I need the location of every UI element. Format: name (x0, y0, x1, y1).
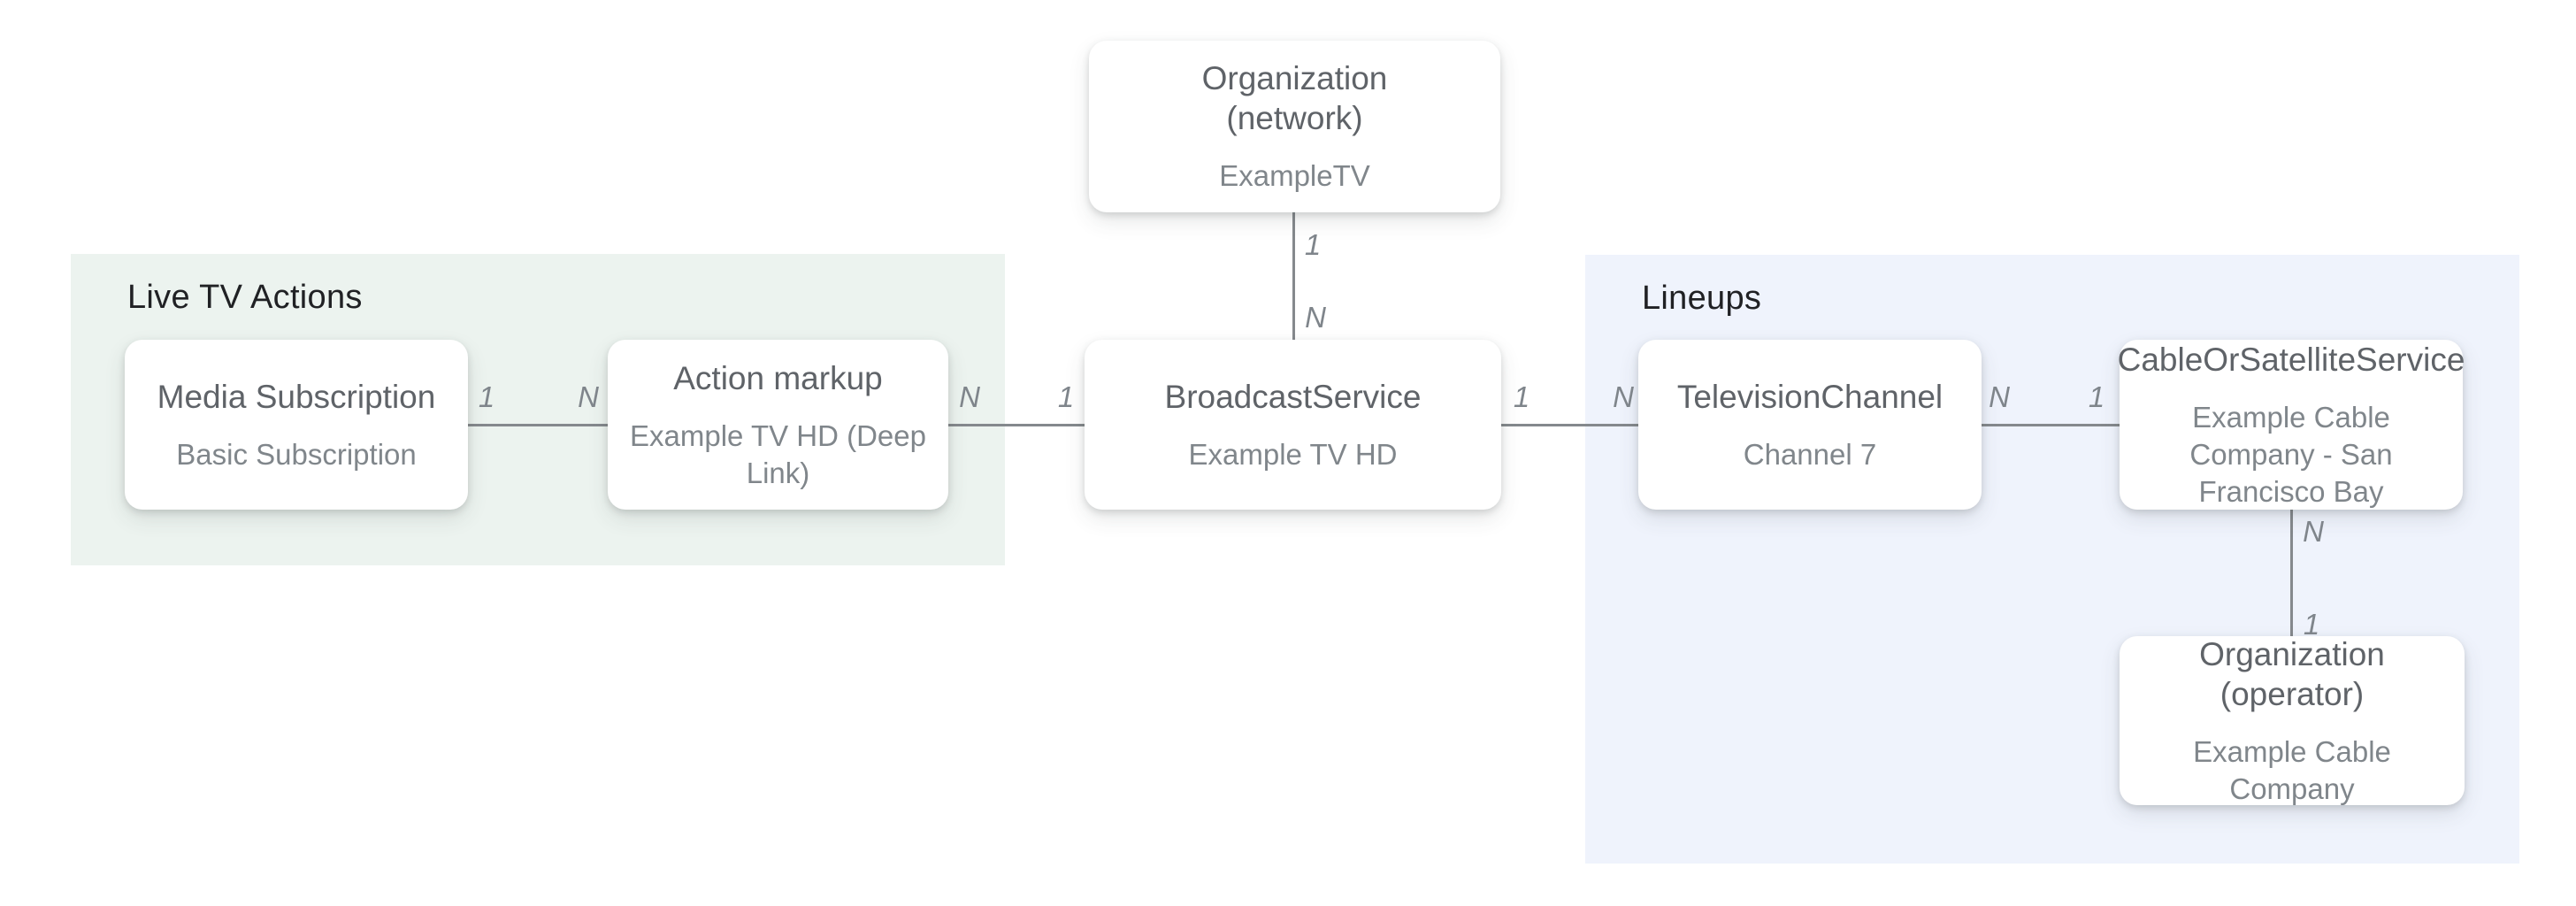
node-title: BroadcastService (1164, 378, 1422, 415)
node-title: Action markup (673, 359, 883, 396)
cardinality-label-subscription-to: N (578, 380, 599, 413)
node-broadcast-service: BroadcastService Example TV HD (1085, 340, 1501, 510)
node-television-channel: TelevisionChannel Channel 7 (1638, 340, 1982, 510)
cardinality-label-broadcast-from: 1 (1513, 380, 1530, 413)
node-organization-operator: Organization (operator) Example Cable Co… (2120, 636, 2465, 805)
edge-line-network-to-broadcast (1292, 212, 1295, 340)
edge-line-channel-to-cable (1982, 424, 2120, 426)
node-title: Media Subscription (157, 378, 436, 415)
node-title-line1: Organization (1201, 60, 1388, 96)
cardinality-label-subscription-from: 1 (478, 380, 495, 413)
node-subtitle: Example TV HD (1188, 437, 1398, 471)
cardinality-label-action-from: N (959, 380, 980, 413)
edge-line-action-to-broadcast (948, 424, 1085, 426)
cardinality-label-channel-from: N (1989, 380, 2010, 413)
node-subtitle: Example TV HD (Deep Link) (629, 418, 926, 489)
cardinality-label-network-to: N (1305, 301, 1326, 334)
cardinality-label-network-from: 1 (1304, 228, 1322, 261)
node-title: CableOrSatelliteService (2117, 341, 2465, 378)
node-title-line2: (network) (1226, 100, 1363, 136)
node-subtitle: Channel 7 (1743, 437, 1877, 471)
edge-line-cable-to-operator (2290, 510, 2293, 636)
node-media-subscription: Media Subscription Basic Subscription (125, 340, 468, 510)
node-title: Organization (operator) (2199, 635, 2385, 712)
cardinality-label-cable-to: 1 (2303, 608, 2320, 641)
cardinality-label-channel-to: 1 (2088, 380, 2105, 413)
region-title-live-tv-actions: Live TV Actions (127, 279, 363, 316)
node-subtitle: Basic Subscription (176, 437, 417, 471)
node-subtitle: Example Cable Company (2193, 734, 2391, 805)
node-subtitle: ExampleTV (1219, 159, 1370, 192)
edge-line-subscription-to-action (468, 424, 608, 426)
node-title: TelevisionChannel (1676, 378, 1944, 415)
cardinality-label-action-to: 1 (1057, 380, 1075, 413)
cardinality-label-broadcast-to: N (1613, 380, 1634, 413)
node-organization-network: Organization (network) ExampleTV (1089, 41, 1500, 212)
node-cable-or-satellite-service: CableOrSatelliteService Example Cable Co… (2118, 340, 2465, 510)
node-action-markup: Action markup Example TV HD (Deep Link) (608, 340, 948, 510)
node-subtitle: Example Cable Company - San Francisco Ba… (2189, 400, 2393, 508)
node-title: Organization (network) (1188, 58, 1402, 138)
edge-line-broadcast-to-channel (1501, 424, 1638, 426)
cardinality-label-cable-from: N (2303, 515, 2324, 548)
region-title-lineups: Lineups (1642, 280, 1762, 317)
